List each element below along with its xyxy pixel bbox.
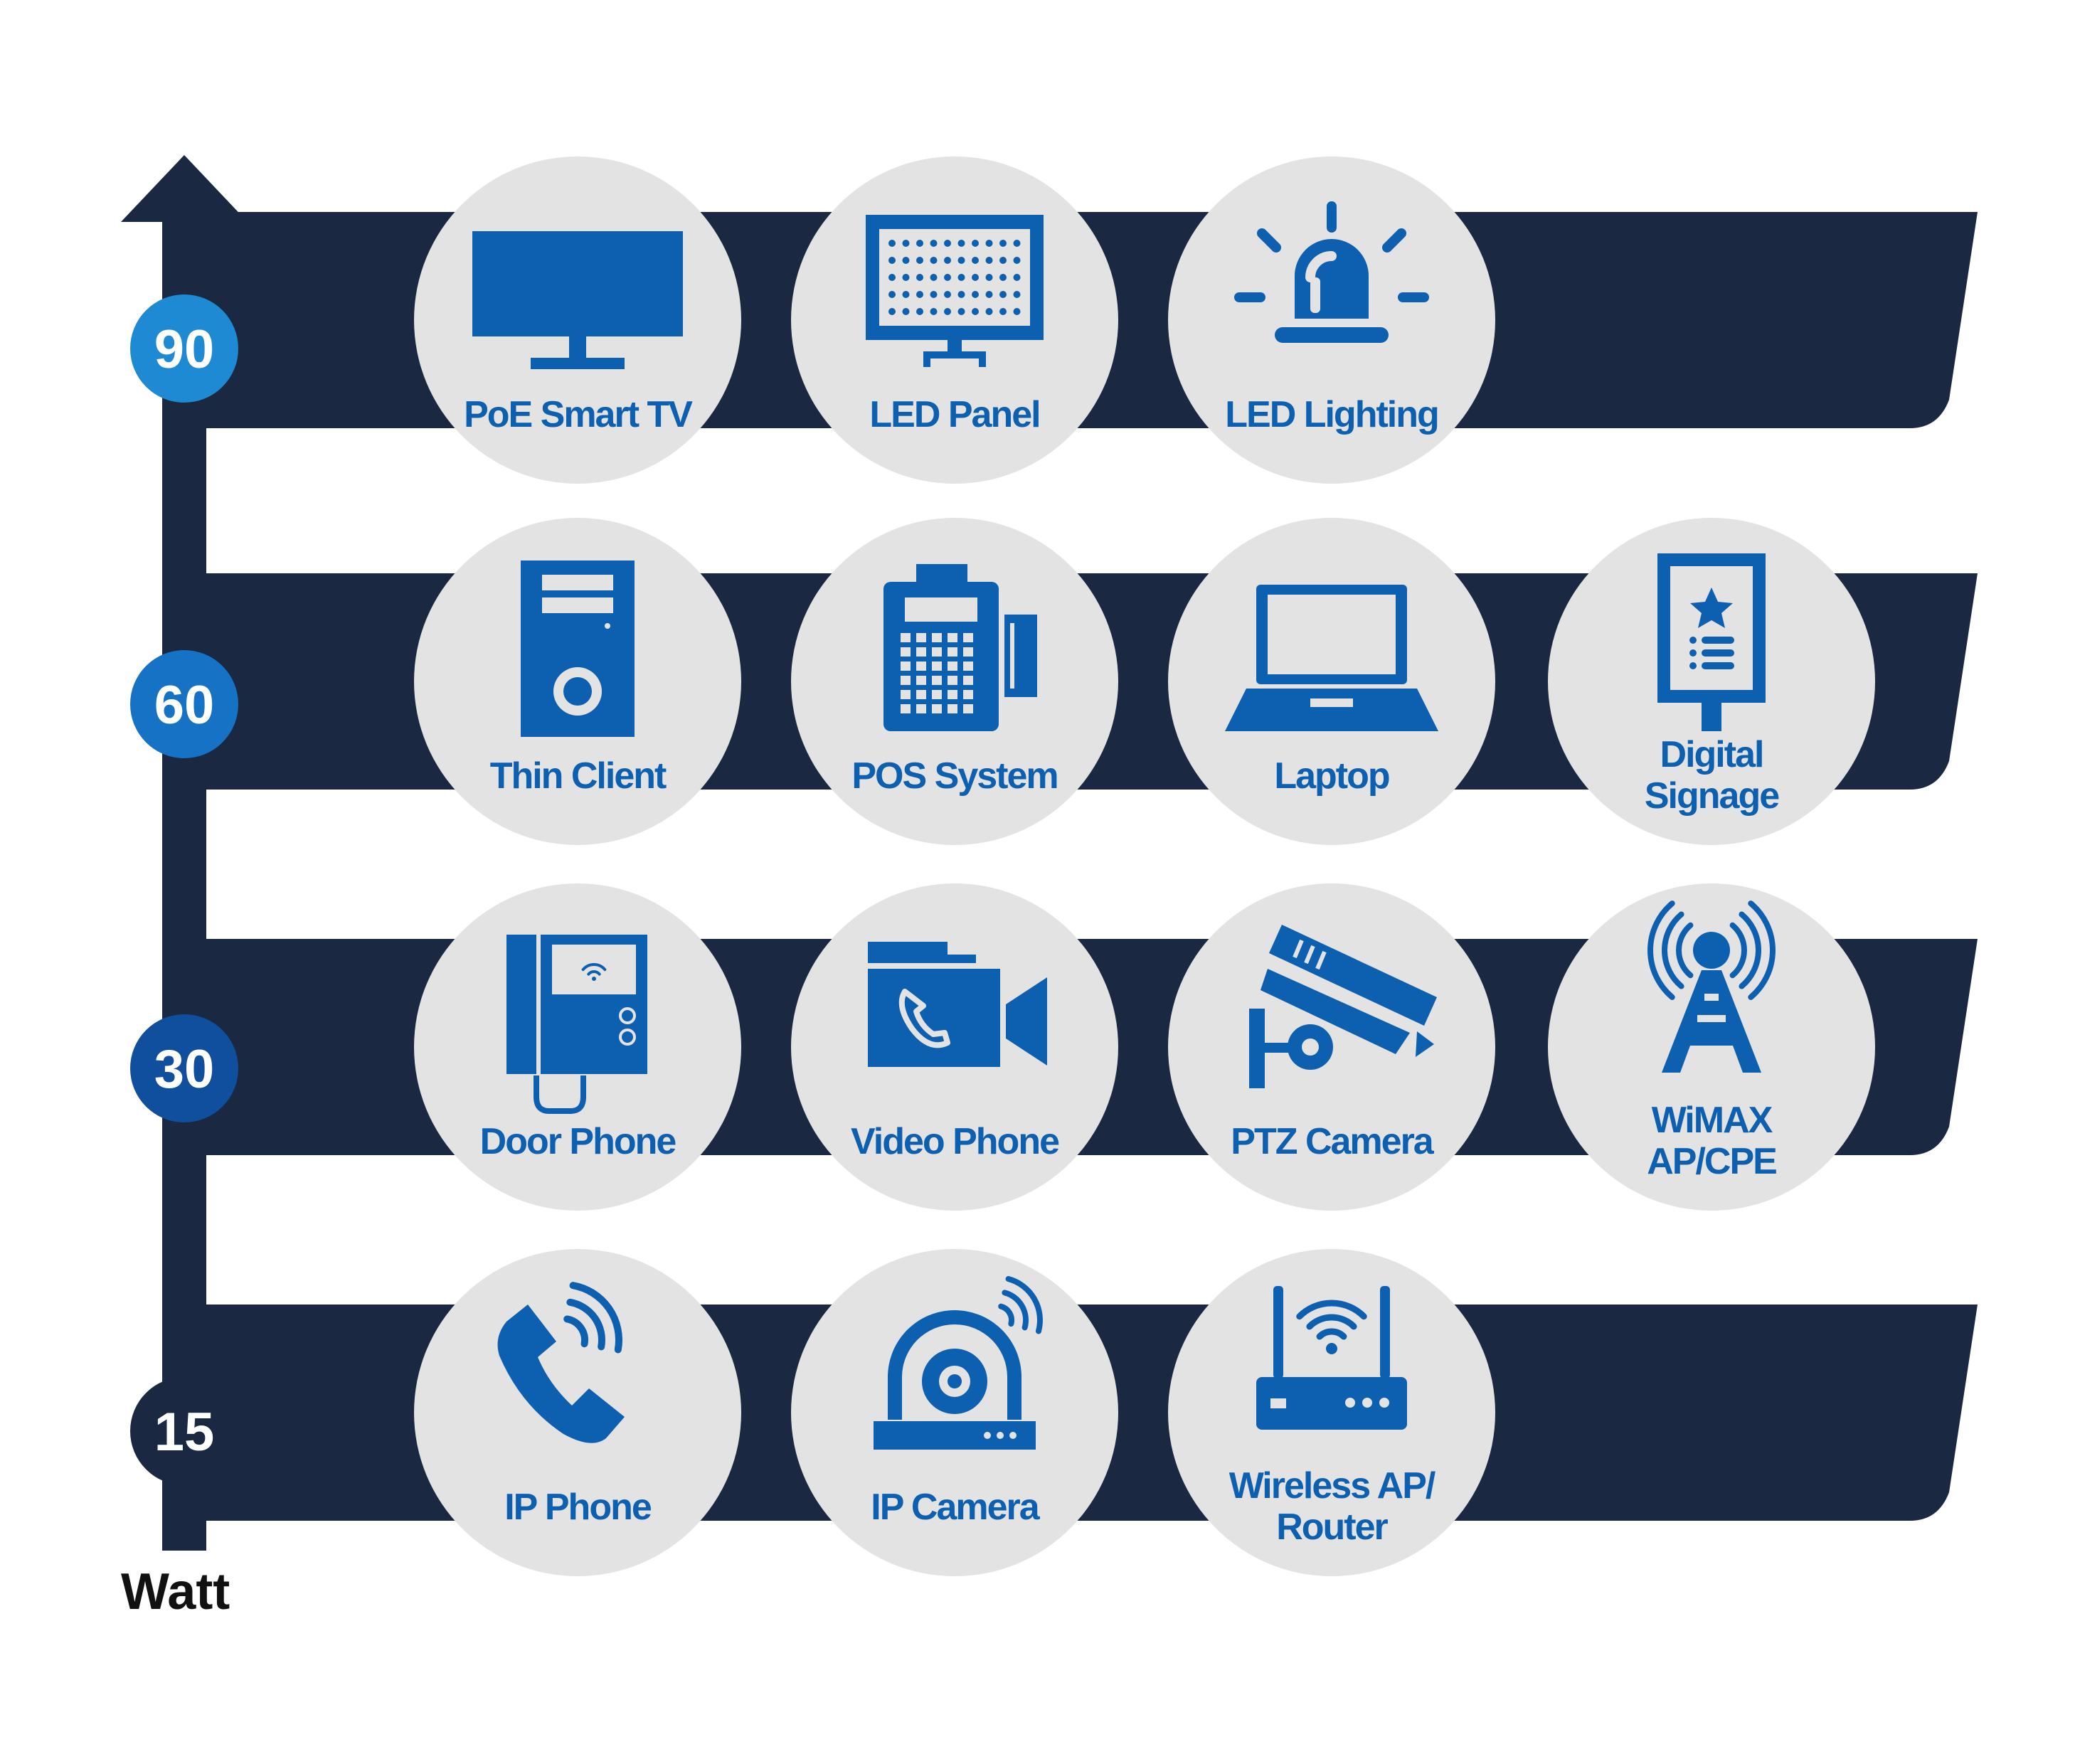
device-label: PoE Smart TV — [464, 394, 693, 435]
device-label: PTZ Camera — [1231, 1121, 1435, 1162]
device-label: Thin Client — [490, 755, 667, 797]
broadcast-tower-icon — [1647, 900, 1776, 1073]
door-phone-icon — [506, 935, 647, 1114]
watt-axis: 90 60 30 15 — [121, 155, 248, 1551]
device-label: Laptop — [1274, 755, 1389, 797]
level-badge-90: 90 — [130, 294, 238, 403]
device-label: Digital — [1660, 734, 1763, 775]
signage-kiosk-icon — [1657, 553, 1766, 731]
level-badge-circle — [130, 1014, 238, 1122]
device-circle — [1548, 883, 1875, 1211]
level-badge-30: 30 — [130, 1014, 238, 1122]
device-ip-phone: IP Phone — [414, 1249, 741, 1576]
device-label: POS System — [851, 755, 1057, 797]
device-label: Door Phone — [480, 1121, 676, 1162]
pos-terminal-icon — [883, 564, 1037, 731]
device-label: LED Lighting — [1225, 394, 1438, 435]
level-badge-circle — [130, 1377, 238, 1485]
device-ptz-camera: PTZ Camera — [1168, 883, 1495, 1211]
smart-tv-icon — [472, 231, 683, 369]
device-label: IP Phone — [504, 1487, 652, 1528]
device-poe-smart-tv: PoE Smart TV — [414, 156, 741, 484]
device-label: IP Camera — [871, 1487, 1041, 1528]
device-circle — [1168, 156, 1495, 484]
device-wireless-ap-router: Wireless AP/Router — [1168, 1249, 1495, 1576]
level-value: 15 — [154, 1402, 215, 1462]
level-value: 60 — [154, 675, 215, 735]
device-led-lighting: LED Lighting — [1168, 156, 1495, 484]
level-value: 30 — [154, 1039, 215, 1100]
security-camera-icon — [1249, 925, 1437, 1088]
device-label: WiMAX — [1652, 1100, 1773, 1141]
video-call-icon — [868, 942, 1047, 1067]
axis-unit-label: Watt — [121, 1563, 230, 1620]
level-badge-15: 15 — [130, 1377, 238, 1485]
axis-line — [162, 213, 206, 1551]
laptop-icon — [1225, 585, 1438, 731]
level-badge-60: 60 — [130, 650, 238, 758]
device-thin-client: Thin Client — [414, 518, 741, 845]
device-led-panel: LED Panel — [791, 156, 1118, 484]
axis-arrow-icon — [121, 155, 248, 222]
device-ip-camera: IP Camera — [791, 1249, 1118, 1576]
dome-camera-icon — [874, 1276, 1043, 1450]
level-badge-circle — [130, 650, 238, 758]
desktop-tower-icon — [521, 560, 635, 737]
device-laptop: Laptop — [1168, 518, 1495, 845]
wifi-router-icon — [1256, 1286, 1407, 1430]
device-pos-system: POS System — [791, 518, 1118, 845]
device-label: Video Phone — [851, 1121, 1059, 1162]
device-door-phone: Door Phone — [414, 883, 741, 1211]
beacon-light-icon — [1234, 201, 1429, 343]
device-video-phone: Video Phone — [791, 883, 1118, 1211]
led-panel-icon — [866, 215, 1044, 367]
phone-wifi-icon — [497, 1282, 625, 1443]
device-label: AP/CPE — [1647, 1141, 1776, 1182]
level-badge-circle — [130, 294, 238, 403]
device-label: Router — [1276, 1507, 1388, 1548]
device-label: Signage — [1645, 775, 1779, 817]
device-label: LED Panel — [869, 394, 1039, 435]
level-value: 90 — [154, 319, 215, 380]
device-label: Wireless AP/ — [1229, 1465, 1435, 1507]
